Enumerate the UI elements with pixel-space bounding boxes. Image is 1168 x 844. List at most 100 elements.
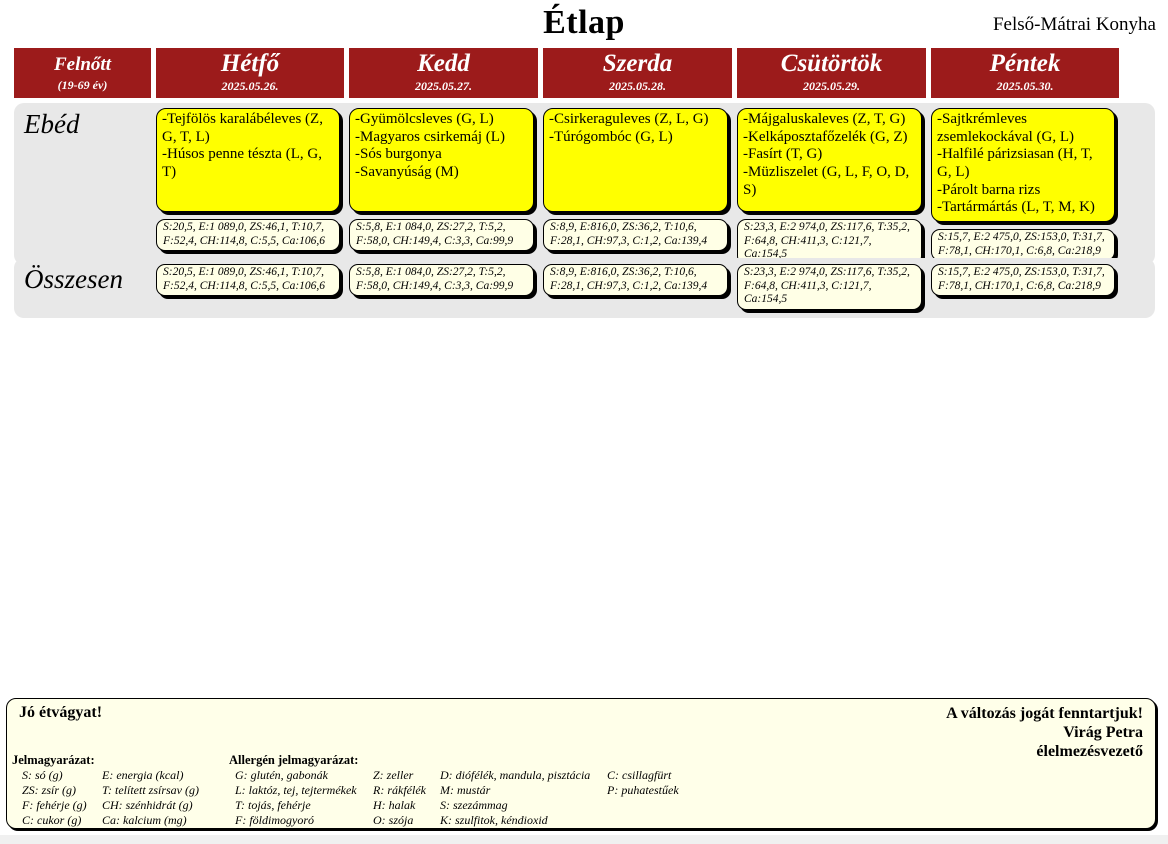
- legend-column-1: S: só (g) ZS: zsír (g) F: fehérje (g) C:…: [22, 768, 87, 828]
- column-header-tuesday: Kedd 2025.05.27.: [349, 48, 538, 98]
- day-date: 2025.05.30.: [996, 79, 1054, 93]
- nutrition-total-box: S:15,7, E:2 475,0, ZS:153,0, T:31,7, F:7…: [931, 264, 1115, 297]
- column-header-group: Felnőtt (19-69 év): [14, 48, 151, 98]
- allergen-column-2: Z: zeller R: rákfélék H: halak O: szója: [373, 768, 426, 828]
- signature-block: A változás jogát fenntartjuk! Virág Petr…: [946, 704, 1143, 761]
- menu-item: -Túrógombóc (G, L): [549, 128, 673, 145]
- nutrition-box: S:20,5, E:1 089,0, ZS:46,1, T:10,7, F:52…: [156, 219, 340, 252]
- totals-thursday: S:23,3, E:2 974,0, ZS:117,6, T:35,2, F:6…: [737, 258, 926, 318]
- legend-item: M: mustár: [440, 783, 491, 797]
- lunch-friday: -Sajtkrémleves zsemlekockával (G, L) -Ha…: [931, 103, 1119, 265]
- legend-item: O: szója: [373, 813, 414, 827]
- totals-row: Összesen S:20,5, E:1 089,0, ZS:46,1, T:1…: [14, 258, 1155, 318]
- kitchen-name: Felső-Mátrai Konyha: [992, 14, 1156, 35]
- menu-item: -Savanyúság (M): [355, 164, 459, 181]
- menu-item: -Párolt barna rizs: [937, 181, 1041, 198]
- legend-item: F: földimogyoró: [235, 813, 314, 827]
- legend-item: S: só (g): [22, 768, 63, 782]
- day-date: 2025.05.26.: [221, 79, 279, 93]
- menu-item: -Csirkeraguleves (Z, L, G): [549, 111, 709, 127]
- menu-item: -Tejfölös karalábéleves (Z, G, T, L): [162, 111, 323, 145]
- nutrition-box: S:15,7, E:2 475,0, ZS:153,0, T:31,7, F:7…: [931, 229, 1115, 262]
- legend-item: F: fehérje (g): [22, 798, 87, 812]
- legend-item: E: energia (kcal): [102, 768, 184, 782]
- lunch-row: Ebéd -Tejfölös karalábéleves (Z, G, T, L…: [14, 103, 1155, 265]
- day-name: Szerda: [602, 50, 673, 77]
- lunch-monday: -Tejfölös karalábéleves (Z, G, T, L) -Hú…: [156, 103, 344, 265]
- menu-item: -Húsos penne tészta (L, G, T): [162, 146, 322, 181]
- legend-item: G: glutén, gabonák: [235, 768, 328, 782]
- legend-title: Jelmagyarázat:: [12, 753, 95, 767]
- nutrition-box: S:23,3, E:2 974,0, ZS:117,6, T:35,2, F:6…: [737, 219, 922, 265]
- rights-reserved-text: A változás jogát fenntartjuk!: [946, 705, 1143, 722]
- column-header-wednesday: Szerda 2025.05.28.: [543, 48, 732, 98]
- bon-appetit-text: Jó étvágyat!: [19, 704, 103, 721]
- legend-item: CH: szénhidrát (g): [102, 798, 193, 812]
- menu-box: -Gyümölcsleves (G, L) -Magyaros csirkemá…: [349, 108, 534, 212]
- legend-column-2: E: energia (kcal) T: telített zsírsav (g…: [102, 768, 199, 828]
- allergen-column-4: C: csillagfürt P: puhatestűek: [607, 768, 679, 798]
- legend-item: ZS: zsír (g): [22, 783, 77, 797]
- legend-item: T: telített zsírsav (g): [102, 783, 199, 797]
- totals-tuesday: S:5,8, E:1 084,0, ZS:27,2, T:5,2, F:58,0…: [349, 258, 538, 318]
- allergen-column-3: D: diófélék, mandula, pisztácia M: mustá…: [440, 768, 590, 828]
- totals-friday: S:15,7, E:2 475,0, ZS:153,0, T:31,7, F:7…: [931, 258, 1119, 318]
- day-name: Péntek: [989, 50, 1061, 77]
- menu-box: -Májgaluskaleves (Z, T, G) -Kelkáposztaf…: [737, 108, 922, 212]
- menu-item: -Sajtkrémleves zsemlekockával (G, L): [937, 111, 1075, 145]
- nutrition-total-box: S:20,5, E:1 089,0, ZS:46,1, T:10,7, F:52…: [156, 264, 340, 297]
- menu-box: -Csirkeraguleves (Z, L, G) -Túrógombóc (…: [543, 108, 728, 212]
- legend-item: Z: zeller: [373, 768, 414, 782]
- menu-item: -Fasírt (T, G): [743, 146, 823, 163]
- table-header-row: Felnőtt (19-69 év) Hétfő 2025.05.26. Ked…: [14, 48, 1119, 98]
- menu-item: -Sós burgonya: [355, 146, 442, 163]
- day-name: Kedd: [417, 50, 470, 77]
- group-age-range: (19-69 év): [57, 78, 108, 92]
- menu-item: -Kelkáposztafőzelék (G, Z): [743, 128, 908, 145]
- totals-monday: S:20,5, E:1 089,0, ZS:46,1, T:10,7, F:52…: [156, 258, 344, 318]
- legend-item: C: csillagfürt: [607, 768, 672, 782]
- totals-wednesday: S:8,9, E:816,0, ZS:36,2, T:10,6, F:28,1,…: [543, 258, 732, 318]
- column-header-friday: Péntek 2025.05.30.: [931, 48, 1119, 98]
- column-header-thursday: Csütörtök 2025.05.29.: [737, 48, 926, 98]
- nutrition-total-box: S:8,9, E:816,0, ZS:36,2, T:10,6, F:28,1,…: [543, 264, 728, 297]
- legend-item: D: diófélék, mandula, pisztácia: [440, 768, 591, 782]
- day-date: 2025.05.28.: [609, 79, 666, 93]
- lunch-tuesday: -Gyümölcsleves (G, L) -Magyaros csirkemá…: [349, 103, 538, 265]
- menu-item: -Májgaluskaleves (Z, T, G): [743, 111, 906, 127]
- legend-item: L: laktóz, tej, tejtermékek: [235, 783, 357, 797]
- menu-item: -Gyümölcsleves (G, L): [355, 111, 494, 127]
- menu-item: -Müzliszelet (G, L, F, O, D, S): [743, 164, 910, 198]
- allergen-legend-title: Allergén jelmagyarázat:: [229, 753, 359, 767]
- legend-item: K: szulfitok, kéndioxid: [440, 813, 548, 827]
- signature-name: Virág Petra: [1063, 724, 1143, 741]
- nutrition-total-box: S:23,3, E:2 974,0, ZS:117,6, T:35,2, F:6…: [737, 264, 922, 310]
- nutrition-total-box: S:5,8, E:1 084,0, ZS:27,2, T:5,2, F:58,0…: [349, 264, 534, 297]
- menu-box: -Sajtkrémleves zsemlekockával (G, L) -Ha…: [931, 108, 1115, 223]
- legend-item: T: tojás, fehérje: [235, 798, 311, 812]
- day-date: 2025.05.27.: [415, 79, 472, 93]
- legend-item: Ca: kalcium (mg): [102, 813, 187, 827]
- group-name: Felnőtt: [53, 54, 111, 75]
- lunch-thursday: -Májgaluskaleves (Z, T, G) -Kelkáposztaf…: [737, 103, 926, 265]
- bottom-strip: [0, 835, 1168, 844]
- day-name: Csütörtök: [780, 50, 883, 77]
- nutrition-box: S:5,8, E:1 084,0, ZS:27,2, T:5,2, F:58,0…: [349, 219, 534, 252]
- day-date: 2025.05.29.: [803, 79, 860, 93]
- menu-item: -Tartármártás (L, T, M, K): [937, 199, 1095, 216]
- legend-item: R: rákfélék: [373, 783, 426, 797]
- menu-item: -Halfilé párizsiasan (H, T, G, L): [937, 146, 1093, 181]
- day-name: Hétfő: [220, 50, 280, 77]
- nutrition-box: S:8,9, E:816,0, ZS:36,2, T:10,6, F:28,1,…: [543, 219, 728, 252]
- footer-panel: Jó étvágyat! A változás jogát fenntartju…: [6, 698, 1156, 829]
- lunch-wednesday: -Csirkeraguleves (Z, L, G) -Túrógombóc (…: [543, 103, 732, 265]
- meal-row-label: Ebéd: [24, 109, 80, 139]
- menu-box: -Tejfölös karalábéleves (Z, G, T, L) -Hú…: [156, 108, 340, 212]
- allergen-column-1: G: glutén, gabonák L: laktóz, tej, tejte…: [235, 768, 357, 828]
- signature-title: élelmezésvezető: [1036, 743, 1143, 760]
- legend-item: C: cukor (g): [22, 813, 82, 827]
- legend-item: P: puhatestűek: [607, 783, 679, 797]
- page-title: Étlap: [543, 4, 625, 41]
- totals-row-label: Összesen: [24, 264, 123, 294]
